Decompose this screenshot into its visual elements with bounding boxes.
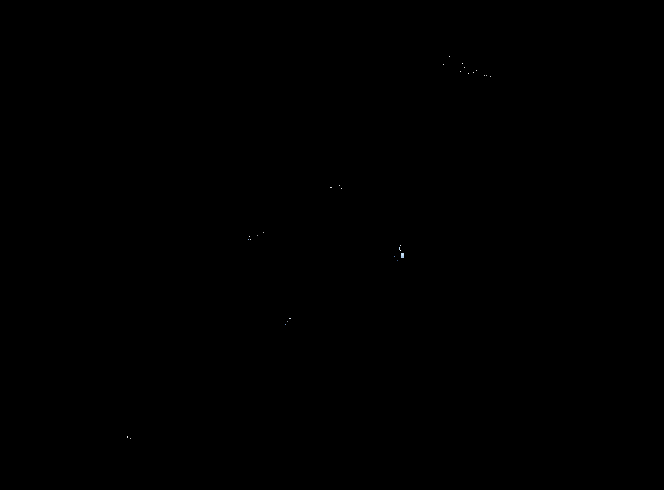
- comet-sprite: [394, 256, 395, 257]
- star-cluster-top: [476, 70, 477, 71]
- star-cluster-top: [460, 71, 461, 72]
- star-cluster-center-left: [263, 232, 264, 233]
- star-cluster-center-left: [257, 235, 258, 236]
- star-cluster-midleft: [341, 188, 342, 189]
- comet-sprite: [400, 245, 401, 246]
- star-cluster-lower-left: [285, 324, 286, 325]
- star-cluster-midleft: [339, 185, 340, 186]
- comet-sprite: [400, 250, 401, 251]
- comet-sprite: [401, 256, 404, 258]
- star-cluster-center-left: [249, 236, 250, 237]
- star-cluster-top: [449, 56, 450, 57]
- star-cluster-lower-left: [287, 321, 288, 322]
- star-cluster-top: [486, 75, 487, 76]
- comet-sprite: [402, 254, 403, 255]
- star-cluster-center-left: [248, 239, 249, 240]
- star-cluster-midleft: [330, 187, 332, 188]
- star-cluster-top: [443, 64, 444, 65]
- star-cluster-top: [462, 63, 463, 64]
- star-cluster-top: [468, 73, 469, 74]
- star-cluster-top: [484, 75, 485, 76]
- comet-sprite: [397, 260, 398, 261]
- star-pair-bottom-left: [127, 436, 128, 438]
- star-cluster-top: [464, 67, 465, 68]
- star-cluster-lower-left: [289, 318, 291, 319]
- star-cluster-center-left: [250, 239, 251, 240]
- star-cluster-top: [473, 72, 474, 73]
- star-cluster-top: [490, 76, 491, 77]
- star-pair-bottom-left: [130, 438, 131, 439]
- comet-sprite: [399, 247, 400, 250]
